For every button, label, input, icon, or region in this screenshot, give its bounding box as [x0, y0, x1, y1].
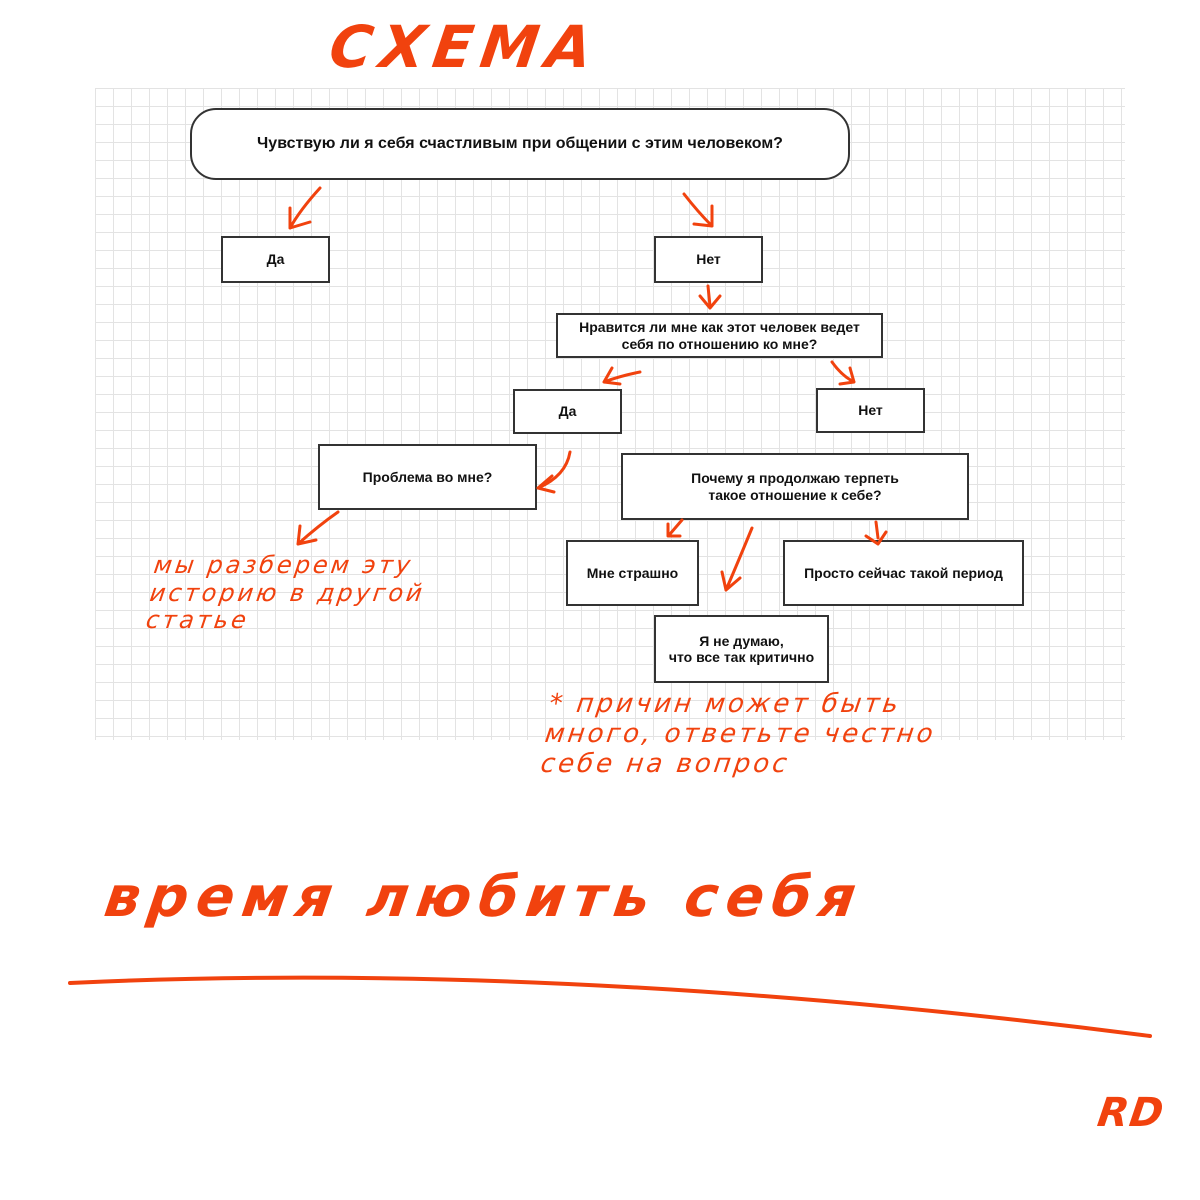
arrow-to-period — [864, 520, 888, 546]
question-2-line-1: Нравится ли мне как этот человек ведет — [579, 319, 860, 336]
arrow-to-yes-1 — [288, 186, 322, 230]
answer-no-2-node: Нет — [816, 388, 925, 433]
answer-no-1-node: Нет — [654, 236, 763, 283]
right-note-line-1: * причин может быть — [547, 689, 904, 719]
period-node: Просто сейчас такой период — [783, 540, 1024, 606]
question-2-line-2: себя по отношению ко мне? — [621, 335, 818, 352]
arrow-to-scared — [666, 518, 684, 538]
answer-yes-1-node: Да — [221, 236, 330, 283]
why-line-2: такое отношение к себе? — [708, 486, 882, 503]
why-node: Почему я продолжаю терпеть такое отношен… — [621, 453, 969, 520]
left-note-line-3: статье — [144, 606, 251, 635]
question-2-node: Нравится ли мне как этот человек ведет с… — [556, 313, 883, 358]
arrow-to-no-1 — [682, 192, 714, 228]
signature: RD — [1094, 1090, 1168, 1136]
problem-node: Проблема во мне? — [318, 444, 537, 510]
not-critical-line-1: Я не думаю, — [699, 632, 784, 649]
arrow-to-question-2 — [698, 284, 722, 310]
why-line-1: Почему я продолжаю терпеть — [691, 470, 899, 487]
scared-node: Мне страшно — [566, 540, 699, 606]
left-note-line-2: историю в другой — [148, 578, 427, 607]
bottom-underline — [68, 975, 1152, 1038]
left-note-line-1: мы разберем эту — [152, 551, 416, 579]
arrow-to-problem — [536, 450, 572, 494]
root-question-node: Чувствую ли я себя счастливым при общени… — [190, 108, 850, 180]
slogan: время любить себя — [100, 865, 868, 930]
answer-yes-2-node: Да — [513, 389, 622, 434]
arrow-to-no-2 — [830, 360, 856, 386]
right-note-line-3: себе на вопрос — [538, 748, 792, 779]
not-critical-node: Я не думаю, что все так критично — [654, 615, 829, 683]
not-critical-line-2: что все так критично — [668, 649, 815, 665]
arrow-to-not-critical — [720, 526, 754, 592]
left-note: мы разберем эту историю в другой статье — [144, 551, 430, 635]
arrow-to-left-note — [296, 510, 340, 546]
right-note: * причин может быть много, ответьте чест… — [538, 689, 942, 780]
right-note-line-2: много, ответьте честно — [543, 718, 938, 749]
arrow-to-yes-2 — [602, 366, 642, 386]
